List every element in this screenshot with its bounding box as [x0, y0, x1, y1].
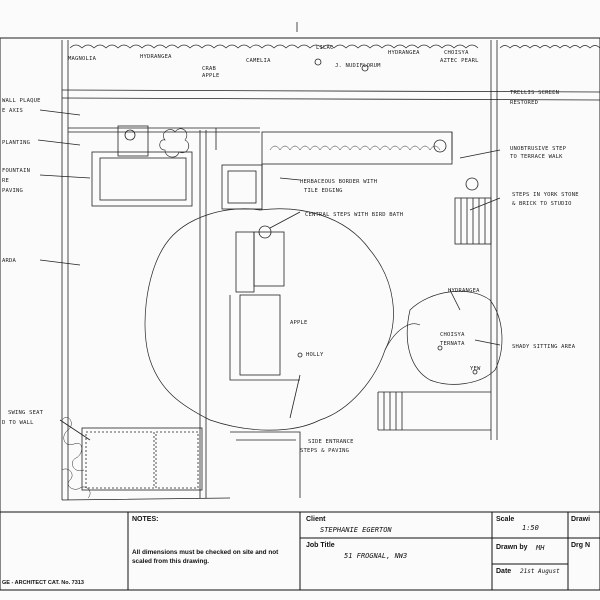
fountain-terrace — [91, 151, 193, 207]
central-steps — [235, 231, 255, 293]
label-apple: APPLE — [290, 320, 308, 326]
label-unobtrusive-2: TO TERRACE WALK — [510, 154, 563, 160]
label-trellis-2: RESTORED — [510, 100, 538, 106]
client-label: Client — [306, 516, 326, 523]
label-crab-apple-2: APPLE — [202, 73, 220, 79]
label-wall-plaque-2: E AXIS — [2, 108, 23, 114]
job-title-value: 51 FROGNAL, NW3 — [344, 552, 408, 560]
label-fountain-3: PAVING — [2, 188, 23, 194]
label-planting: PLANTING — [2, 140, 30, 146]
boundary-wall — [61, 40, 231, 501]
label-trellis-1: TRELLIS SCREEN — [510, 90, 559, 96]
label-side-entrance-2: STEPS & PAVING — [300, 448, 349, 454]
scale-value: 1:50 — [522, 524, 539, 532]
catalogue-number: GE - ARCHITECT CAT. No. 7313 — [2, 580, 84, 586]
apple-tree-canopy — [144, 208, 394, 431]
label-hydrangea-top2: HYDRANGEA — [388, 50, 420, 56]
label-shady-sitting: SHADY SITTING AREA — [512, 344, 576, 350]
label-j-nudiflorum: J. NUDIFLORUM — [335, 63, 381, 69]
paving-area — [81, 427, 203, 491]
label-crab-apple-1: CRAB — [202, 66, 217, 72]
label-unobtrusive-1: UNOBTRUSIVE STEP — [510, 146, 567, 152]
drawing-frame — [0, 37, 600, 591]
label-holly: HOLLY — [306, 352, 324, 358]
label-yew: YEW — [470, 366, 481, 372]
label-fountain-1: FOUNTAIN — [2, 168, 30, 174]
label-choisya-2: AZTEC PEARL — [440, 58, 479, 64]
label-steps-york-2: & BRICK TO STUDIO — [512, 201, 572, 207]
label-swing-seat-2: D TO WALL — [2, 420, 34, 426]
drawing-no-label: Drawi — [571, 516, 591, 523]
central-path — [199, 130, 207, 498]
label-wall-plaque-1: WALL PLAQUE — [2, 98, 41, 104]
label-camellia: CAMELIA — [246, 58, 271, 64]
top-hedge — [69, 44, 479, 49]
label-fountain-2: RE — [2, 178, 9, 184]
job-title-label: Job Title — [306, 542, 335, 549]
notes-text: All dimensions must be checked on site a… — [132, 549, 279, 565]
drg-no-label: Drg N — [571, 542, 591, 549]
label-choisya-1: CHOISYA — [444, 50, 469, 56]
label-swing-seat-1: SWING SEAT — [8, 410, 44, 416]
label-choisya-r1: CHOISYA — [440, 332, 465, 338]
label-central-steps: CENTRAL STEPS WITH BIRD BATH — [305, 212, 403, 218]
label-magnolia: MAGNOLIA — [68, 56, 97, 62]
label-choisya-r2: TERNATA — [440, 341, 465, 347]
label-hydrangea-right: HYDRANGEA — [448, 288, 480, 294]
label-steps-york-1: STEPS IN YORK STONE — [512, 192, 579, 198]
drawn-by-label: Drawn by — [496, 544, 528, 551]
label-side-entrance-1: SIDE ENTRANCE — [308, 439, 354, 445]
scale-label: Scale — [496, 516, 515, 523]
label-garden-left: ARDA — [2, 258, 17, 264]
date-value: 21st August — [520, 568, 560, 575]
label-hydrangea-top: HYDRANGEA — [140, 54, 172, 60]
drawn-by-value: MH — [536, 544, 545, 552]
shady-area-steps — [377, 391, 491, 430]
shady-tree-canopy — [406, 290, 503, 385]
notes-header: NOTES: — [132, 516, 159, 523]
herbaceous-border — [261, 131, 453, 165]
date-label: Date — [496, 568, 512, 575]
label-herbaceous-2: TILE EDGING — [304, 188, 343, 194]
label-herbaceous-1: HERBACEOUS BORDER WITH — [300, 179, 377, 185]
client-value: STEPHANIE EGERTON — [320, 526, 392, 534]
label-lilac: LILAC — [316, 45, 334, 51]
